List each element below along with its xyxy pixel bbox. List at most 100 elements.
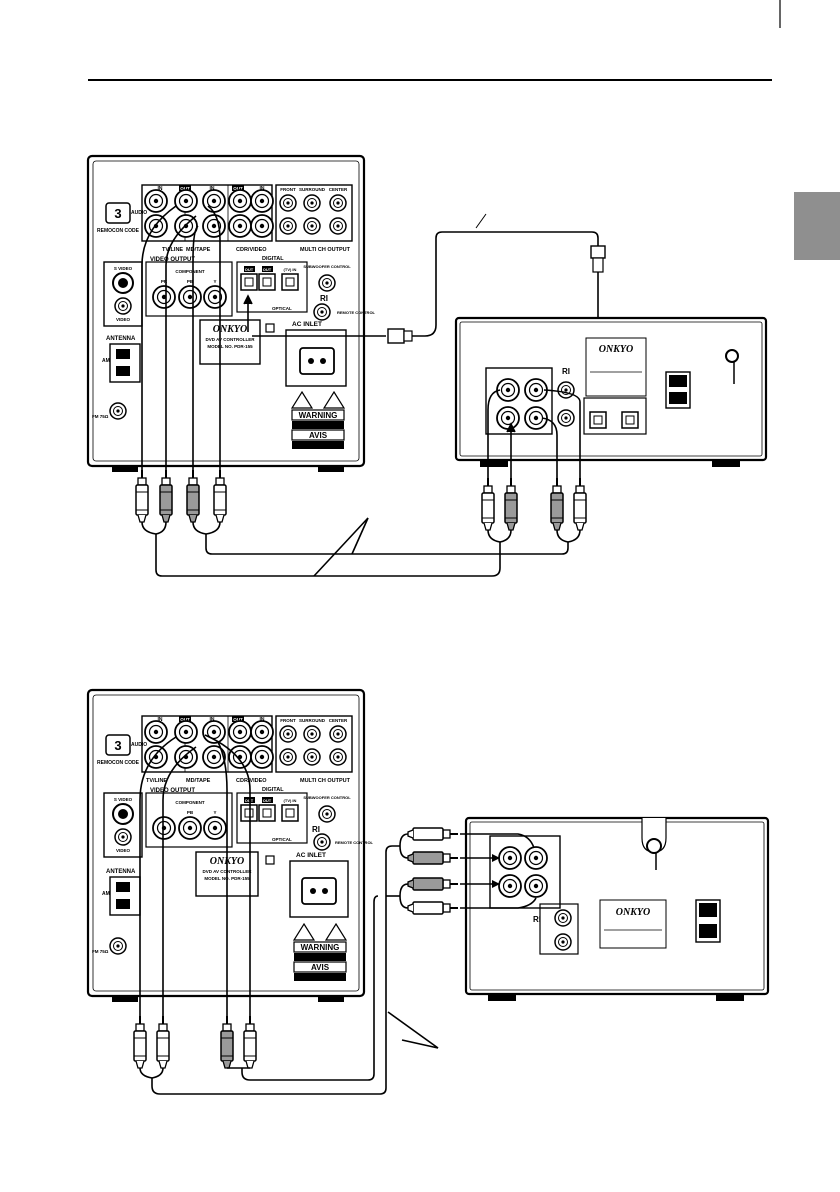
ac-inlet-label: AC INLET [296,852,326,859]
subwoofer-jack[interactable] [329,217,347,235]
component-pr-jack[interactable] [152,285,176,309]
ac-inlet[interactable] [301,877,337,905]
audio-label: AUDIO [131,210,147,216]
device-remote-jack[interactable] [557,381,575,399]
rca-plug [407,901,459,915]
device-jack[interactable] [524,378,548,402]
device-jack[interactable] [496,378,520,402]
cdr-video-out-l-jack[interactable] [228,189,252,213]
optical-out-2-jack[interactable] [258,804,276,822]
device-remote-jack[interactable] [554,933,572,951]
front-l-jack[interactable] [279,194,297,212]
cdr-video-in-r-jack[interactable] [250,745,274,769]
device-remote-jack[interactable] [554,909,572,927]
remote-control-label: REMOTE CONTROL [335,840,374,845]
device-remote-jack[interactable] [557,409,575,427]
device-jack[interactable] [524,846,548,870]
remote-control-label: REMOTE CONTROL [337,310,376,315]
subwoofer-control-jack[interactable] [318,805,336,823]
md-tape-out-l-jack[interactable] [174,189,198,213]
model-line-1: DVD AV CONTROLLER [206,337,256,342]
component-pr-jack[interactable] [152,816,176,840]
component-pb-jack[interactable] [178,285,202,309]
subwoofer-control-label: SUBWOOFER CONTROL [303,795,351,800]
remote-control-jack[interactable] [313,303,331,321]
out-label: OUT [263,267,272,272]
tv-line-in-l-jack[interactable] [144,189,168,213]
front-r-jack[interactable] [279,748,297,766]
am-terminal[interactable] [116,349,130,359]
warning-label: WARNING [301,943,340,952]
video-jack[interactable] [114,297,132,315]
surround-l-jack[interactable] [303,194,321,212]
remocon-code: 3 REMOCON CODE [97,202,140,234]
rca-plug [220,1015,234,1069]
cdr-video-in-l-jack[interactable] [250,720,274,744]
s-video-label: S VIDEO [114,266,133,271]
rca-plug [159,469,173,523]
rca-plug [407,877,459,891]
foot [112,996,138,1002]
rca-plug [407,851,459,865]
am-terminal[interactable] [116,882,130,892]
front-r-jack[interactable] [279,217,297,235]
component-y-jack[interactable] [203,285,227,309]
optical-tv-in-jack[interactable] [281,273,299,291]
rca-plug [133,1015,147,1069]
fm-jack[interactable] [109,937,127,955]
video-jack[interactable] [114,828,132,846]
device-optical-in-jack[interactable] [589,411,607,429]
rca-cables-bottom-device-side [151,827,537,1095]
antenna-label: ANTENNA [106,336,136,342]
foot [716,994,744,1001]
code-number: 3 [114,738,121,753]
subwoofer-control-jack[interactable] [318,274,336,292]
cdr-video-out-r-jack[interactable] [228,214,252,238]
subwoofer-jack[interactable] [329,748,347,766]
optical-out-2-jack[interactable] [258,273,276,291]
component-pb-jack[interactable] [178,816,202,840]
surround-r-jack[interactable] [303,748,321,766]
component-label: COMPONENT [175,800,205,805]
center-jack[interactable] [329,725,347,743]
out-label: OUT [180,717,190,722]
md-tape-out-l-jack[interactable] [174,720,198,744]
onkyo-logo: ONKYO [616,907,650,918]
surround-r-jack[interactable] [303,217,321,235]
am-terminal[interactable] [116,366,130,376]
tv-line-in-l-jack[interactable] [144,720,168,744]
tv-in-label: (TV) IN [284,267,297,272]
in-label: IN [260,186,265,192]
tv-line-in-r-jack[interactable] [144,214,168,238]
cdr-video-in-l-jack[interactable] [250,189,274,213]
ac-inlet[interactable] [299,347,335,375]
md-tape-in-l-jack[interactable] [202,189,226,213]
device-jack[interactable] [524,874,548,898]
device-jack[interactable] [498,874,522,898]
component-y-jack[interactable] [203,816,227,840]
rca-plug [481,477,495,531]
remote-control-jack[interactable] [313,833,331,851]
md-tape-in-r-jack[interactable] [202,214,226,238]
cdr-video-out-r-jack[interactable] [228,745,252,769]
optical-out-1-jack[interactable] [240,273,258,291]
device-jack[interactable] [498,846,522,870]
foot [480,460,508,467]
device-optical-jack[interactable] [621,411,639,429]
pb-label: PB [187,279,194,284]
foot [488,994,516,1001]
center-jack[interactable] [329,194,347,212]
cdr-video-in-r-jack[interactable] [250,214,274,238]
surround-l-jack[interactable] [303,725,321,743]
optical-tv-in-jack[interactable] [281,804,299,822]
optical-out-1-jack[interactable] [240,804,258,822]
fm-jack[interactable] [109,402,127,420]
power-cord [725,349,739,363]
ac-inlet-label: AC INLET [292,321,322,328]
am-terminal[interactable] [116,899,130,909]
subwoofer-control-label: SUBWOOFER CONTROL [303,264,351,269]
device-jack[interactable] [496,406,520,430]
out-label: OUT [245,267,254,272]
front-l-jack[interactable] [279,725,297,743]
cdr-video-out-l-jack[interactable] [228,720,252,744]
